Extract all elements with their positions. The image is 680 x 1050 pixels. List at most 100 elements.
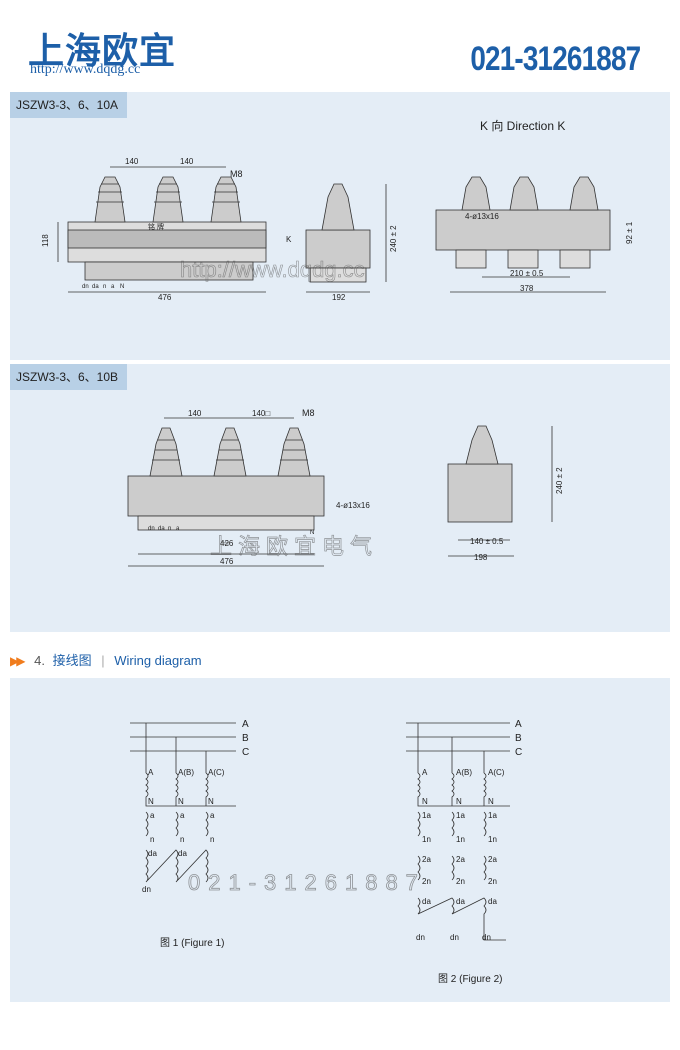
panel-model-b: JSZW3-3、6、10B 140 140□ M8 4-ø13x16 426 4… (10, 364, 670, 632)
dim-width: 476 (158, 293, 172, 302)
dim-b-side-height: 240 ± 2 (555, 467, 564, 494)
dim-b-spacing2: 140□ (252, 409, 270, 418)
label: B (242, 733, 249, 744)
label: 1a (488, 811, 497, 820)
section-title-cn: 接线图 (52, 653, 92, 668)
label: A(B) (456, 768, 472, 777)
label: dn (148, 526, 155, 532)
figure-1-caption: 图 1 (Figure 1) (160, 937, 224, 949)
label: dn (142, 885, 151, 894)
label: dn (82, 284, 89, 290)
drawing-model-a: K 向 Direction K 140 140 M8 118 铭 牌 476 d… (41, 118, 634, 302)
dim-height: 118 (41, 234, 50, 247)
k-view (435, 176, 611, 293)
label: 1a (422, 811, 431, 820)
dim-b-width: 476 (220, 557, 234, 566)
dim-hole: 4-ø13x16 (465, 212, 499, 221)
side-view-b (447, 425, 553, 557)
phone-number: 021-31261887 (469, 40, 641, 78)
label: a (180, 811, 185, 820)
label: da (456, 897, 465, 906)
label: da (148, 849, 157, 858)
label: N (310, 530, 314, 536)
label: da (178, 849, 187, 858)
label: N (422, 797, 428, 806)
label: da (92, 284, 99, 290)
label: a (111, 284, 115, 290)
label: n (180, 835, 184, 844)
website-url[interactable]: http://www.dqdg.cc (30, 62, 141, 77)
label: B (515, 733, 522, 744)
figure-2-caption: 图 2 (Figure 2) (438, 973, 502, 985)
label: n (150, 835, 154, 844)
label: a (210, 811, 215, 820)
label: dn (416, 933, 425, 942)
label: a (176, 526, 180, 532)
model-b-title: JSZW3-3、6、10B (10, 364, 127, 390)
label: N (120, 284, 124, 290)
label: n (103, 284, 106, 290)
dim-bolt: M8 (230, 169, 243, 179)
label: n (168, 526, 171, 532)
dim-spacing1: 140 (125, 157, 139, 166)
label: A (422, 768, 428, 777)
label: C (515, 747, 522, 758)
label: A(C) (488, 768, 505, 777)
label: 1n (456, 835, 465, 844)
label: A (242, 719, 249, 730)
label: 2n (422, 877, 431, 886)
dim-mount: 210 ± 0.5 (510, 269, 544, 278)
section-number: 4. (34, 653, 45, 668)
label: A (515, 719, 522, 730)
front-view-b (127, 417, 325, 567)
label: 1n (422, 835, 431, 844)
dim-b-inner: 426 (220, 539, 234, 548)
direction-label: K 向 Direction K (480, 118, 565, 133)
k-arrow-label: K (286, 235, 292, 244)
label: 1a (456, 811, 465, 820)
dim-b-spacing1: 140 (188, 409, 202, 418)
section-heading: ▶▶ 4. 接线图 | Wiring diagram (10, 653, 202, 668)
side-view (305, 183, 387, 293)
label: dn (482, 933, 491, 942)
label: A (148, 768, 154, 777)
watermark-url: http://www.dqdg.cc (180, 257, 365, 282)
label: 2n (488, 877, 497, 886)
front-view (57, 166, 267, 293)
model-a-title: JSZW3-3、6、10A (10, 92, 127, 118)
label: 2n (456, 877, 465, 886)
label: A(B) (178, 768, 194, 777)
label: 2a (422, 855, 431, 864)
label: C (242, 747, 249, 758)
label: da (158, 526, 165, 532)
panel-model-a: JSZW3-3、6、10A K 向 Direction K 140 140 M8… (10, 92, 670, 360)
label: 2a (456, 855, 465, 864)
brand-logo: 上海欧宜 (28, 31, 177, 72)
dim-b-hole: 4-ø13x16 (336, 501, 370, 510)
label: N (148, 797, 154, 806)
section-title-en: Wiring diagram (114, 653, 202, 668)
nameplate-label: 铭 牌 (148, 222, 164, 231)
label: N (178, 797, 184, 806)
label: a (150, 811, 155, 820)
dim-b-mount: 140 ± 0.5 (470, 537, 504, 546)
watermark-cn: 上海欧宜电气 (210, 534, 378, 559)
label: 1n (488, 835, 497, 844)
label: N (488, 797, 494, 806)
label: A(C) (208, 768, 225, 777)
label: da (422, 897, 431, 906)
dim-side-height: 240 ± 2 (389, 225, 398, 252)
dim-total: 378 (520, 284, 534, 293)
label: 2a (488, 855, 497, 864)
label: da (488, 897, 497, 906)
dim-h2: 92 ± 1 (625, 221, 634, 244)
label: N (208, 797, 214, 806)
dim-spacing2: 140 (180, 157, 194, 166)
double-arrow-icon: ▶▶ (10, 654, 26, 668)
dim-side-width: 192 (332, 293, 346, 302)
